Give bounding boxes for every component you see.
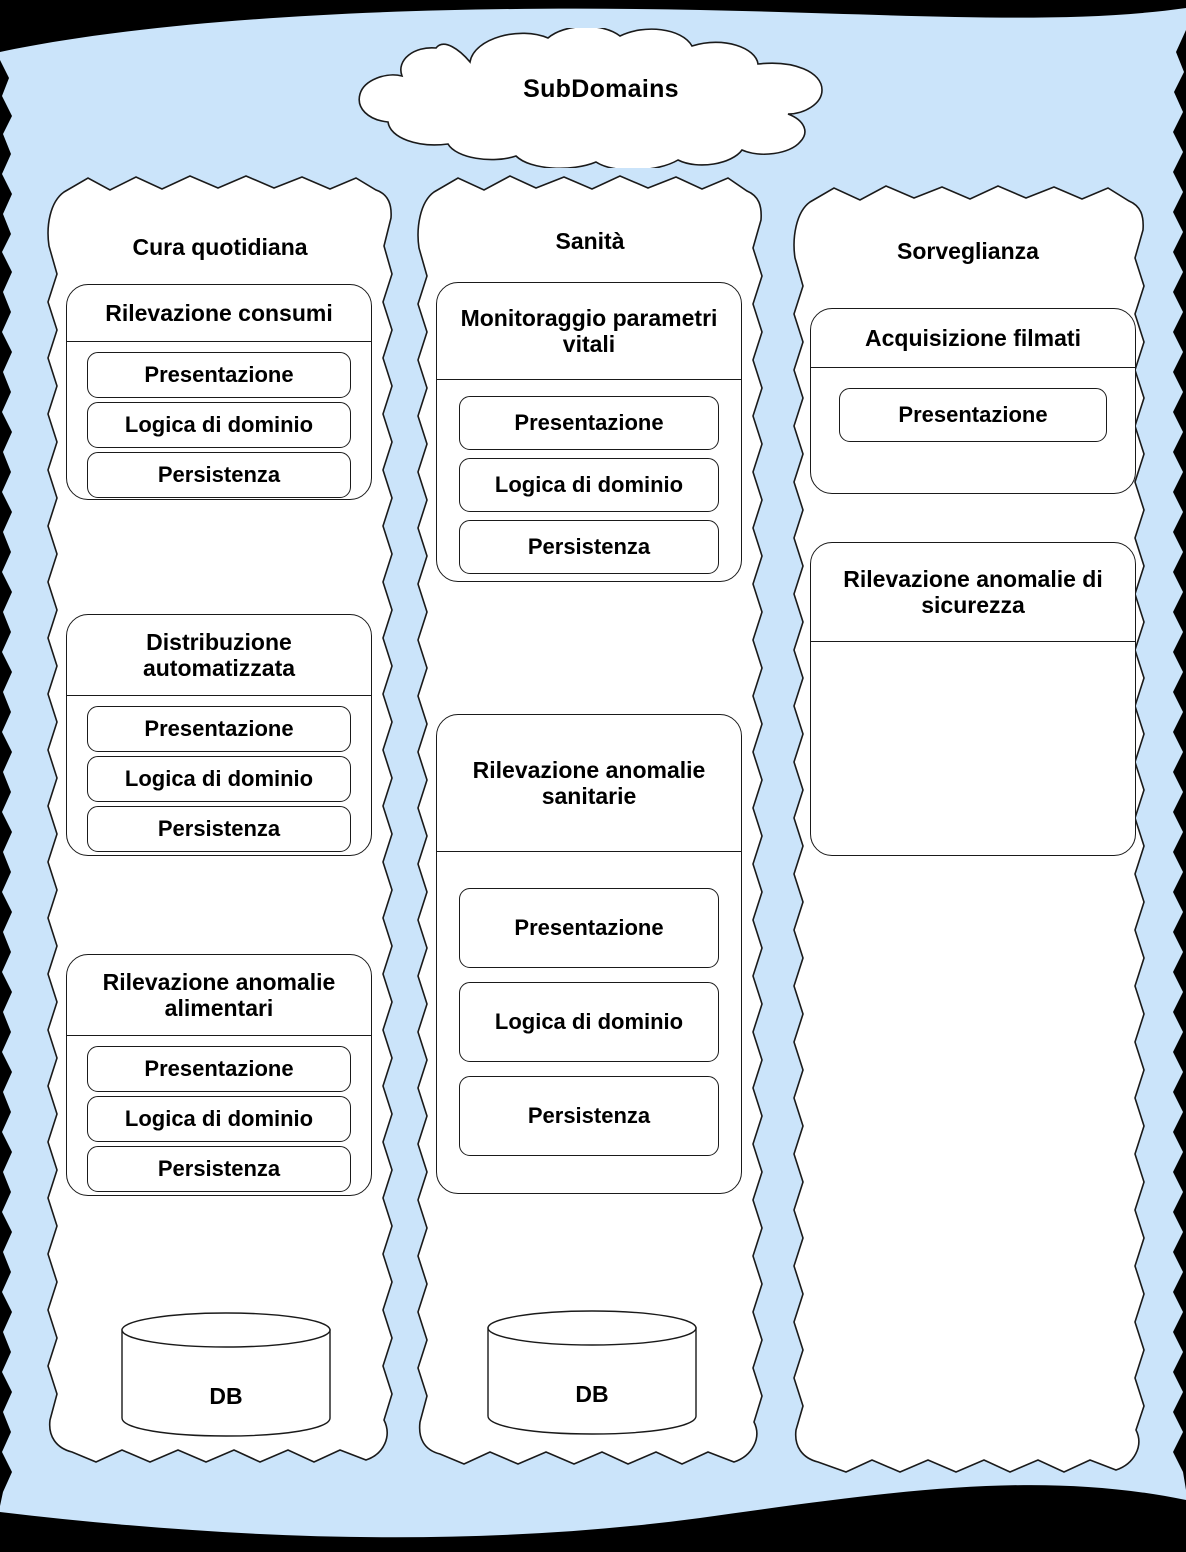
- column-title: Cura quotidiana: [132, 234, 308, 260]
- column-title: Sorveglianza: [897, 238, 1039, 264]
- column-title: Sanità: [555, 228, 625, 254]
- subdomains-cloud: SubDomains: [352, 28, 850, 168]
- subdomain-column-sorveglianza[interactable]: Sorveglianza Acquisizione filmati Presen…: [788, 182, 1148, 1478]
- cloud-title: SubDomains: [523, 74, 679, 103]
- subdomain-column-cura-quotidiana[interactable]: Cura quotidiana Rilevazione consumi Pres…: [44, 172, 396, 1472]
- subdomain-column-sanita[interactable]: Sanità Monitoraggio parametri vitali Pre…: [414, 172, 766, 1472]
